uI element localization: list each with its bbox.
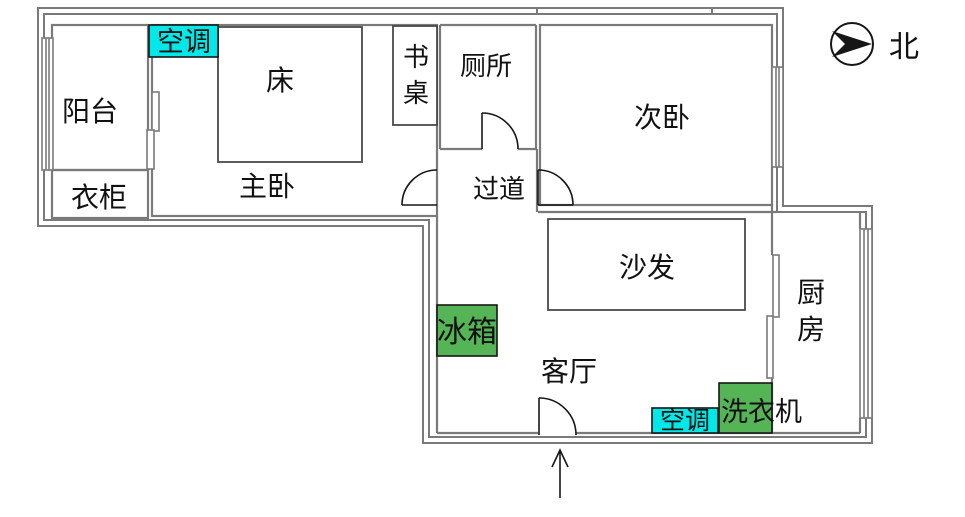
toilet-label: 厕所 bbox=[460, 52, 512, 82]
toilet-door bbox=[481, 112, 519, 150]
master-bedroom-label: 主卧 bbox=[239, 170, 295, 203]
living-room-label: 客厅 bbox=[541, 355, 597, 388]
ac-unit-bottom bbox=[651, 407, 719, 434]
wardrobe-label: 衣柜 bbox=[71, 181, 127, 214]
furniture bbox=[217, 25, 746, 311]
kitchen-sliding-door bbox=[766, 254, 780, 379]
fridge-box bbox=[436, 304, 498, 357]
desk-label-char1: 书 bbox=[403, 43, 429, 73]
north-label: 北 bbox=[889, 30, 919, 65]
second-bedroom-label: 次卧 bbox=[634, 101, 690, 134]
master-bedroom-door bbox=[401, 169, 438, 206]
kitchen-window bbox=[859, 228, 873, 419]
appliances bbox=[148, 24, 773, 434]
ac-top-label: 空调 bbox=[157, 27, 211, 58]
ac-bottom-label: 空调 bbox=[660, 406, 710, 435]
bed-label: 床 bbox=[266, 64, 294, 97]
outer-wall-outline bbox=[37, 7, 873, 444]
doors bbox=[401, 112, 577, 436]
compass: 北 bbox=[830, 22, 919, 66]
wardrobe-room bbox=[50, 168, 150, 220]
entrance-arrow bbox=[551, 448, 569, 498]
toilet-room bbox=[438, 23, 538, 151]
sofa-label: 沙发 bbox=[619, 251, 675, 284]
washing-machine-label: 洗衣机 bbox=[721, 397, 802, 428]
balcony-left-window bbox=[41, 37, 54, 171]
bed-rect bbox=[217, 26, 363, 163]
second-bedroom-window bbox=[771, 66, 784, 168]
compass-circle bbox=[830, 22, 874, 66]
north-arrow-icon bbox=[832, 31, 872, 57]
kitchen-label-char1: 厨 bbox=[797, 276, 825, 309]
outer-walls bbox=[37, 7, 873, 444]
sofa-rect bbox=[547, 218, 746, 311]
fridge-label: 冰箱 bbox=[437, 315, 497, 350]
corridor-label: 过道 bbox=[473, 175, 525, 205]
second-bedroom-door bbox=[537, 169, 574, 206]
kitchen-label-char2: 房 bbox=[797, 313, 825, 346]
ac-unit-top bbox=[148, 24, 219, 58]
washing-machine-box bbox=[718, 382, 773, 434]
desk-rect bbox=[392, 25, 438, 126]
balcony-sliding-window bbox=[146, 91, 160, 170]
entrance-door bbox=[538, 397, 577, 436]
desk-label-char2: 桌 bbox=[403, 79, 429, 109]
windows bbox=[41, 37, 873, 419]
balcony-label: 阳台 bbox=[62, 95, 118, 128]
labels: 阳台 衣柜 主卧 床 书 桌 厕所 过道 次卧 沙发 客厅 厨 房 冰箱 空调 … bbox=[62, 27, 825, 435]
